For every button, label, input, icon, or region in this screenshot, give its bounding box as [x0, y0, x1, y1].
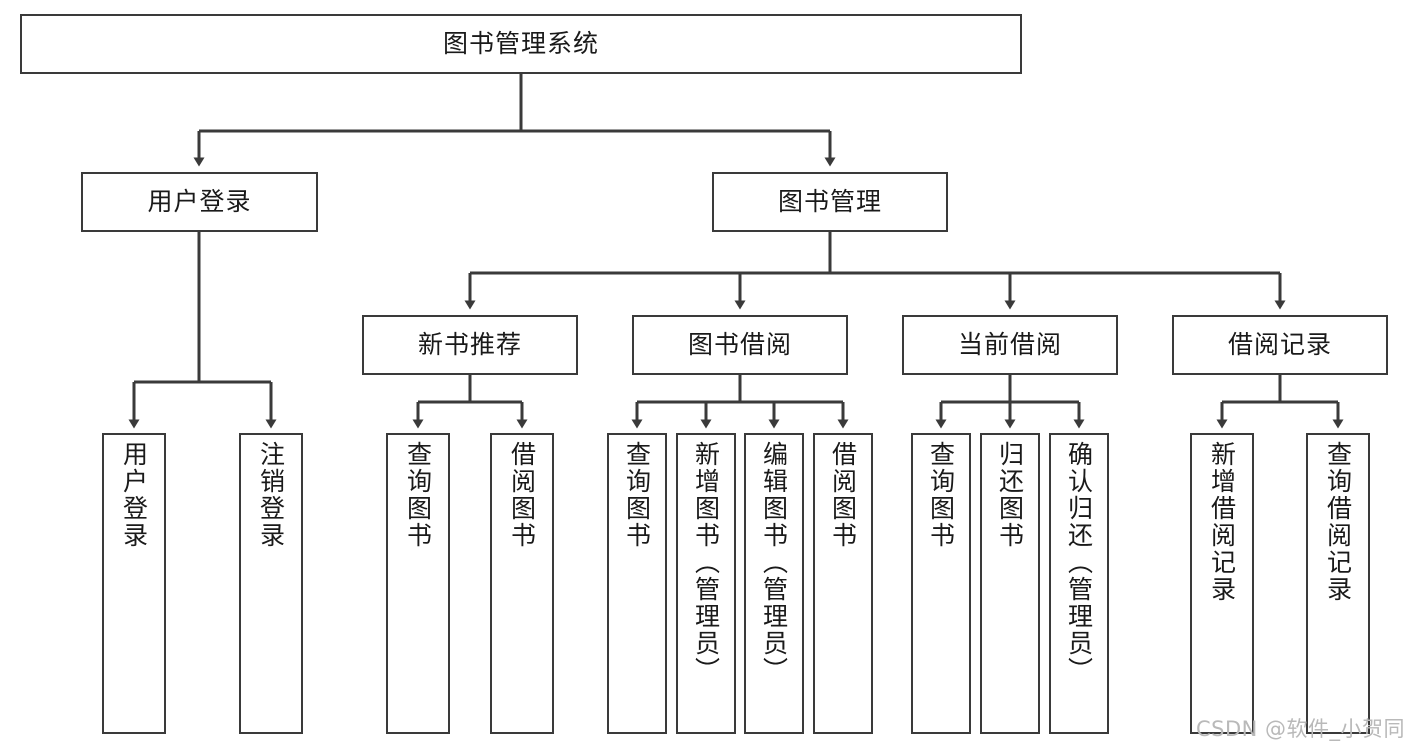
node-label: 图书借阅	[687, 330, 792, 360]
leaf-book-borrow-query[interactable]: 查询图书	[607, 433, 667, 734]
node-label: 新书推荐	[417, 330, 522, 360]
node-label: 用户登录	[119, 441, 149, 549]
leaf-book-borrow-edit[interactable]: 编辑图书（管理员）	[744, 433, 804, 734]
node-label: 确认归还（管理员）	[1064, 441, 1094, 684]
edges-new-book-to-leaves	[412, 375, 528, 429]
node-current-borrow[interactable]: 当前借阅	[902, 315, 1118, 375]
node-label: 借阅图书	[507, 441, 537, 549]
leaf-new-book-query[interactable]: 查询图书	[386, 433, 450, 734]
node-book-management[interactable]: 图书管理	[712, 172, 948, 232]
edges-borrow-records-to-leaves	[1216, 375, 1344, 429]
leaf-records-query[interactable]: 查询借阅记录	[1306, 433, 1370, 734]
node-label: 借阅记录	[1227, 330, 1332, 360]
leaf-current-borrow-return[interactable]: 归还图书	[980, 433, 1040, 734]
leaf-new-book-borrow[interactable]: 借阅图书	[490, 433, 554, 734]
node-label: 借阅图书	[828, 441, 858, 549]
edges-book-borrow-to-leaves	[631, 375, 849, 429]
edges-book-mgmt-to-level3	[464, 232, 1286, 310]
node-label: 查询图书	[926, 441, 956, 549]
edges-user-login-to-leaves	[128, 232, 277, 429]
node-label: 注销登录	[256, 441, 286, 549]
node-book-borrow[interactable]: 图书借阅	[632, 315, 848, 375]
node-label: 归还图书	[995, 441, 1025, 549]
edges-root-to-level2	[193, 74, 836, 167]
node-label: 当前借阅	[957, 330, 1062, 360]
node-label: 查询图书	[403, 441, 433, 549]
leaf-user-login-login[interactable]: 用户登录	[102, 433, 166, 734]
leaf-current-borrow-confirm-return[interactable]: 确认归还（管理员）	[1049, 433, 1109, 734]
node-root-system[interactable]: 图书管理系统	[20, 14, 1022, 74]
node-label: 新增图书（管理员）	[691, 441, 721, 684]
node-label: 图书管理系统	[442, 29, 599, 59]
leaf-current-borrow-query[interactable]: 查询图书	[911, 433, 971, 734]
node-label: 新增借阅记录	[1207, 441, 1237, 603]
node-label: 用户登录	[147, 187, 252, 217]
node-new-book-recommend[interactable]: 新书推荐	[362, 315, 578, 375]
node-borrow-records[interactable]: 借阅记录	[1172, 315, 1388, 375]
leaf-user-login-logout[interactable]: 注销登录	[239, 433, 303, 734]
node-user-login[interactable]: 用户登录	[81, 172, 318, 232]
leaf-book-borrow-borrow[interactable]: 借阅图书	[813, 433, 873, 734]
node-label: 图书管理	[777, 187, 882, 217]
node-label: 查询借阅记录	[1323, 441, 1353, 603]
node-label: 编辑图书（管理员）	[759, 441, 789, 684]
node-label: 查询图书	[622, 441, 652, 549]
leaf-records-add[interactable]: 新增借阅记录	[1190, 433, 1254, 734]
leaf-book-borrow-add[interactable]: 新增图书（管理员）	[676, 433, 736, 734]
edges-current-borrow-to-leaves	[935, 375, 1085, 429]
